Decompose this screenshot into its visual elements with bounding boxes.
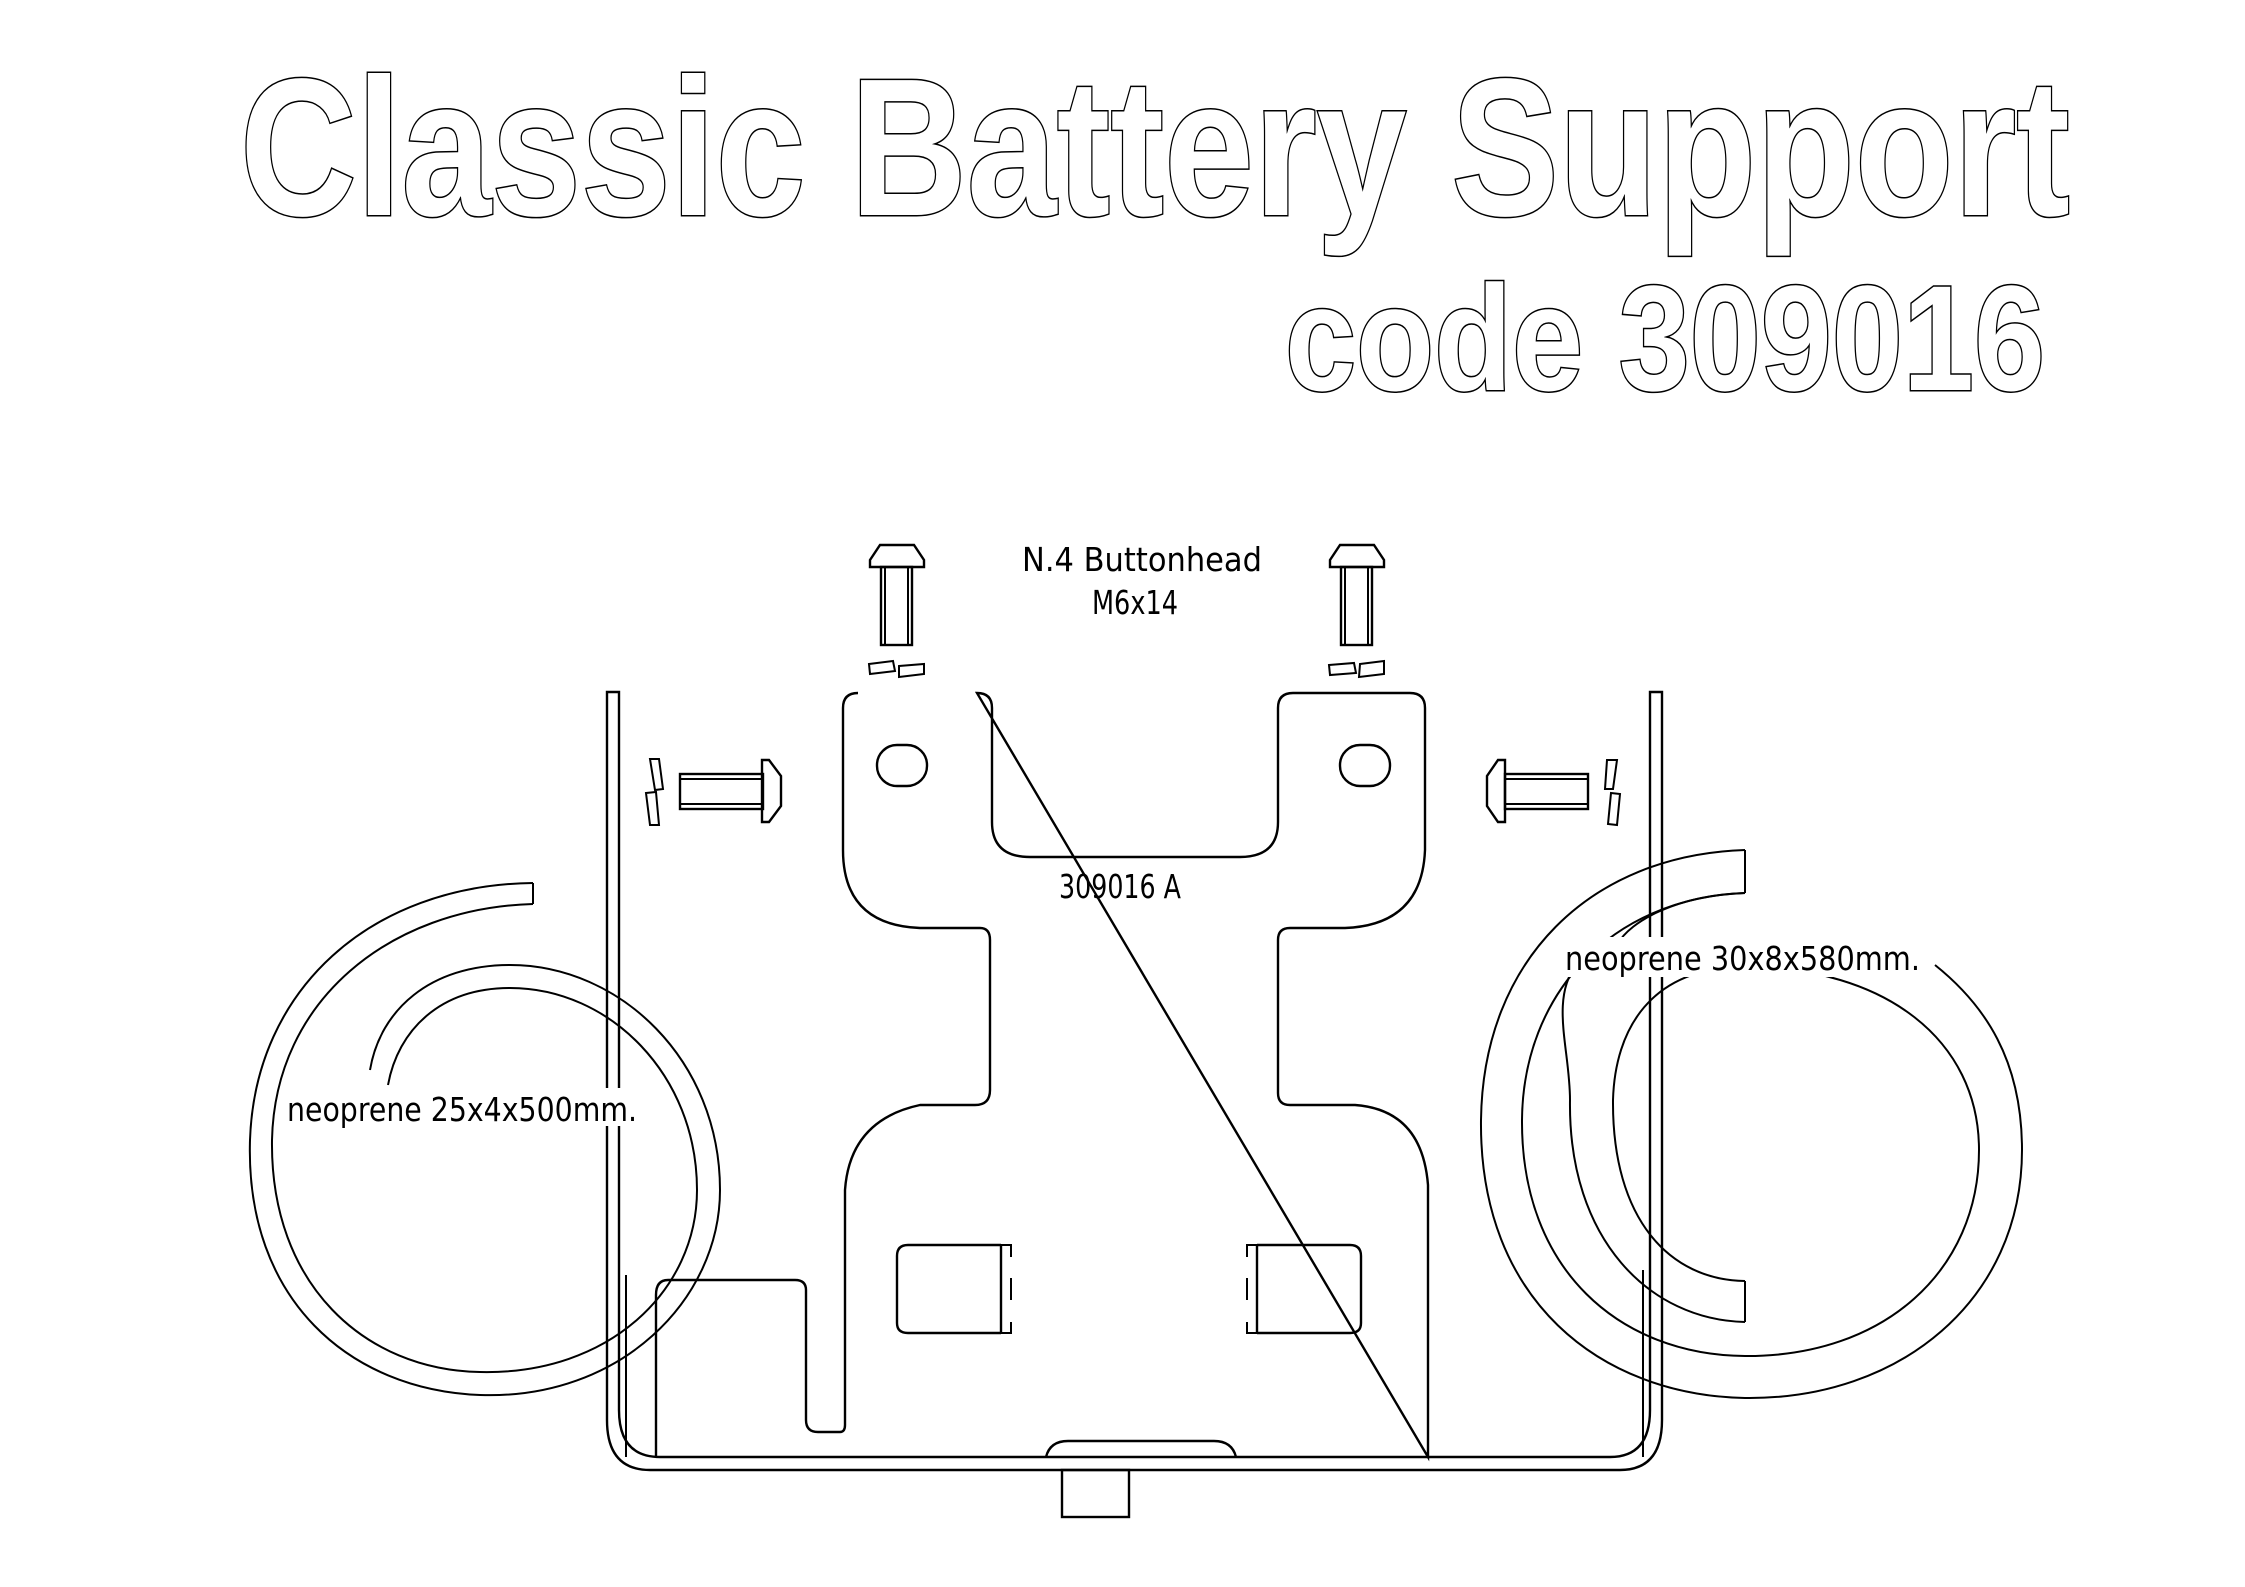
bolt-head <box>760 758 783 824</box>
bolt-head <box>1328 543 1386 569</box>
neoprene-right-label: neoprene 30x8x580mm. <box>1565 939 1920 978</box>
bolt-shank <box>879 565 914 647</box>
strip-inner-coil <box>1561 892 1746 1323</box>
cutout-right <box>1257 1243 1363 1335</box>
bracket-plate: 309016 A <box>654 691 1430 1519</box>
washer <box>1327 659 1385 679</box>
strip-inner-edge <box>270 903 699 1374</box>
strip-outer-edge <box>1479 849 2024 1400</box>
bolt-side-left <box>644 758 783 826</box>
bottom-clip <box>1060 1468 1131 1519</box>
slot-hole-right <box>1338 743 1392 788</box>
bracket-part-number: 309016 A <box>1059 867 1181 906</box>
bolt-head <box>1485 758 1507 824</box>
neoprene-strip-right: neoprene 30x8x580mm. <box>1479 849 2024 1400</box>
neoprene-strip-left: neoprene 25x4x500mm. <box>248 882 722 1397</box>
washer <box>644 758 665 826</box>
washer <box>1603 759 1622 827</box>
slot-hole-left <box>875 743 929 788</box>
bolt-head <box>868 543 926 569</box>
bracket-outline <box>654 691 1430 1462</box>
bolt-top-right <box>1327 543 1386 679</box>
product-code: code 309016 <box>1285 254 2045 422</box>
strip-outer-edge <box>248 882 722 1397</box>
neoprene-left-label: neoprene 25x4x500mm. <box>287 1090 637 1129</box>
battery-tray <box>605 690 1664 1472</box>
bolt-top-left <box>867 543 926 679</box>
bolt-shank <box>1339 565 1374 647</box>
bolt-side-right <box>1485 758 1622 827</box>
bolts-label-line1: N.4 Buttonhead <box>1022 540 1262 579</box>
bolt-shank <box>1503 772 1590 811</box>
cutout-left <box>895 1243 1001 1335</box>
bolts-label-line2: M6x14 <box>1092 583 1178 622</box>
bottom-tab <box>1044 1439 1238 1458</box>
tray-outer <box>605 690 1664 1472</box>
main-title: Classic Battery Support <box>240 38 2070 257</box>
title-block: Classic Battery Support code 309016 <box>239 37 2072 424</box>
washer <box>867 659 925 679</box>
